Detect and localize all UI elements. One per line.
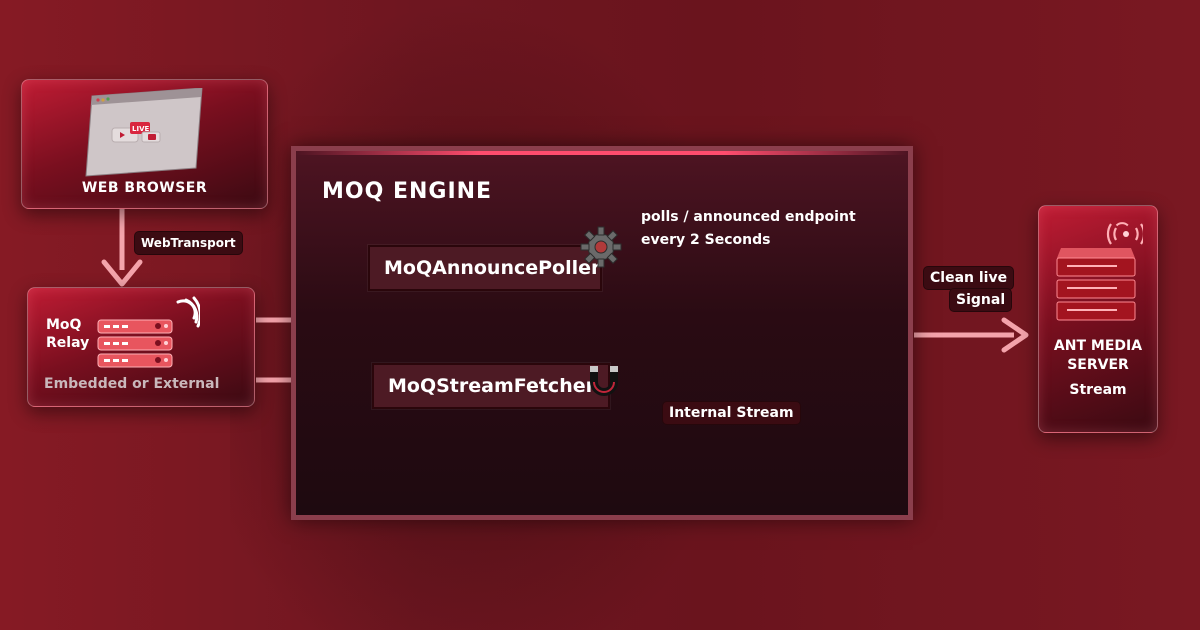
magnet-icon [590,366,618,396]
internal-stream-label: Internal Stream [662,401,801,425]
live-badge: LIVE [132,125,150,133]
arrowhead-engine-to-server [1001,317,1029,353]
server-title-line2: SERVER [1067,357,1129,373]
relay-title-line2: Relay [46,335,90,351]
signal-label-line2: Signal [949,288,1013,312]
web-browser-card: LIVE WEB BROWSER [21,79,268,209]
relay-caption: Embedded or External [44,376,220,392]
browser-window-icon [85,88,203,177]
relay-title-line1: MoQ [46,317,82,333]
relay-server-icon [97,319,173,368]
signal-label-line1: Clean live [923,266,1015,290]
ant-media-server-card: ANT MEDIA SERVER Stream [1038,205,1158,433]
announce-poller-node: MoQAnnouncePoller [368,245,602,291]
server-broadcast-icon [1056,222,1143,321]
poll-note-line2: every 2 Seconds [641,232,771,248]
web-browser-label: WEB BROWSER [81,180,208,196]
stream-fetcher-node: MoQStreamFetcher [372,363,610,409]
arrowhead-browser-to-relay [101,259,143,287]
server-title-line1: ANT MEDIA [1053,338,1143,354]
moq-relay-card: MoQ Relay Embedded or External [27,287,255,407]
webtransport-label: WebTransport [134,231,243,255]
gear-icon [580,226,622,268]
server-stream-label: Stream [1069,382,1127,398]
poll-note-line1: polls / announced endpoint [641,209,856,225]
moq-engine-panel: MOQ ENGINE [291,146,913,520]
engine-title: MOQ ENGINE [322,179,493,204]
wifi-signal-icon [176,296,200,328]
